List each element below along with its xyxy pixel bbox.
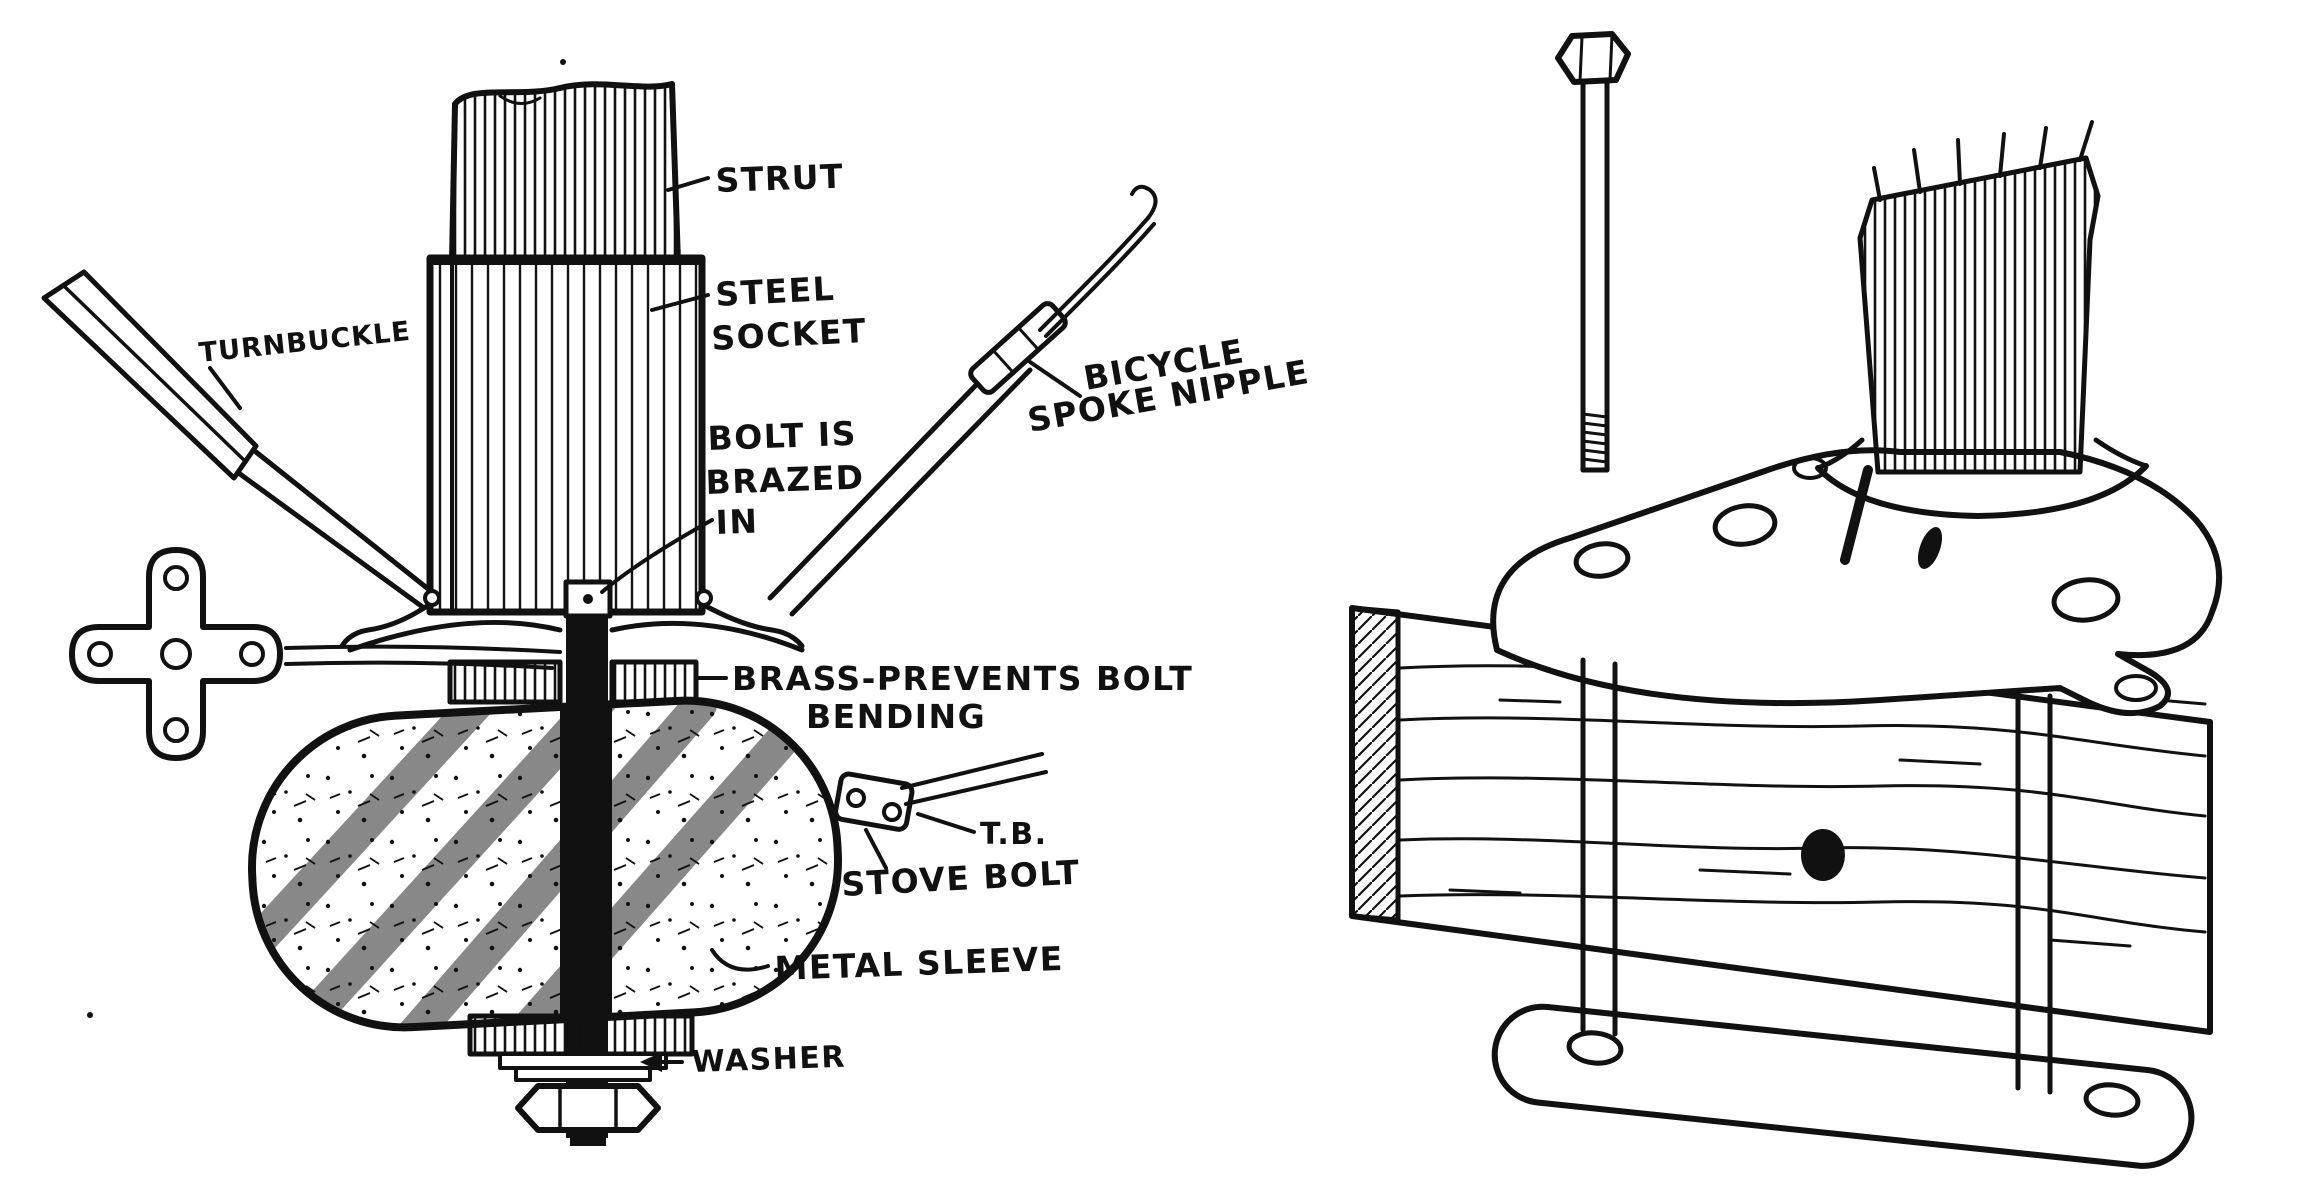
steel-socket: [426, 254, 706, 616]
stove-bolt-clamp: [833, 752, 1048, 832]
clamp-straps: [1580, 657, 2053, 1095]
hex-nut: [515, 1083, 661, 1146]
leader-steel-socket: [650, 293, 710, 312]
label-metal-sleeve: METAL SLEEVE: [774, 939, 1065, 988]
wire-hook: [1130, 184, 1158, 220]
leader-strut: [666, 176, 710, 192]
label-steel: STEEL: [714, 269, 836, 314]
socket-flange: [339, 601, 805, 653]
leader-tb: [916, 812, 976, 834]
strut-cylinder: [449, 81, 681, 265]
washer-arrowhead: [640, 1052, 662, 1072]
leader-bolt-brazed: [600, 518, 714, 594]
leader-turnbuckle: [208, 366, 242, 410]
label-turnbuckle: TURNBUCKLE: [197, 316, 412, 369]
bolt-through-spar: [560, 692, 612, 1036]
right-strut-stub: [1815, 120, 2149, 565]
strut-frayed-top: [1872, 120, 2094, 202]
bolt-tip: [570, 1130, 606, 1146]
label-socket: SOCKET: [710, 311, 867, 358]
label-stove-bolt: STOVE BOLT: [840, 853, 1081, 904]
turnbuckle-fork: [41, 269, 441, 611]
strut-socket-cup: [1815, 463, 2149, 519]
brass-plates: [447, 659, 699, 705]
label-brass-prevents-bolt: BRASS-PREVENTS BOLT: [732, 659, 1193, 698]
leader-spoke-nipple: [1028, 360, 1082, 398]
plate-slot: [1917, 527, 1943, 569]
bolt-threads: [1581, 412, 1609, 464]
beam-bolt-hole: [1801, 829, 1845, 881]
beam-end-grain: [1349, 605, 1401, 923]
bottom-plate-hole-left: [1566, 1030, 1624, 1066]
label-brazed: BRAZED: [705, 457, 865, 502]
washer-plate: [498, 1052, 668, 1070]
label-tb: T.B.: [980, 817, 1048, 852]
leader-metal-sleeve: [710, 948, 770, 972]
label-strut: STRUT: [715, 157, 845, 200]
plate-bolt: [1555, 31, 1631, 473]
label-bolt-is: BOLT IS: [707, 414, 858, 458]
plate-hole-1: [1573, 541, 1631, 579]
plate-hole-4: [2051, 577, 2121, 623]
plate-hole-2: [1712, 503, 1778, 547]
ink-speck: [560, 59, 566, 65]
label-washer: WASHER: [691, 1040, 846, 1080]
leader-lines: [208, 176, 1082, 1064]
plate-hole-3: [1792, 456, 1828, 480]
leader-stove-bolt: [864, 828, 888, 870]
label-in: IN: [715, 502, 759, 542]
wooden-spar: [244, 692, 846, 1036]
spoke-wire-assembly: [695, 184, 1158, 617]
label-bending: BENDING: [806, 697, 986, 736]
left-figure-strut-socket-assembly: STRUT STEEL SOCKET BOLT IS BRAZED IN TUR…: [41, 59, 1313, 1146]
bottom-plate-hole-right: [2083, 1082, 2141, 1118]
bottom-strap-plate: [1491, 1003, 2195, 1169]
washer-stack: [467, 1013, 695, 1082]
bolt-hex-head: [1555, 31, 1631, 85]
fitting-plate: [1490, 447, 2223, 717]
bolt-head: [563, 579, 613, 619]
plate-lobe-hole: [2114, 674, 2158, 702]
cross-anchor-plate: [69, 547, 283, 761]
strut-brace-tab: [1840, 465, 1873, 565]
ink-speck: [87, 1012, 93, 1018]
right-figure-fitting-plate-on-beam: [1349, 31, 2223, 1169]
